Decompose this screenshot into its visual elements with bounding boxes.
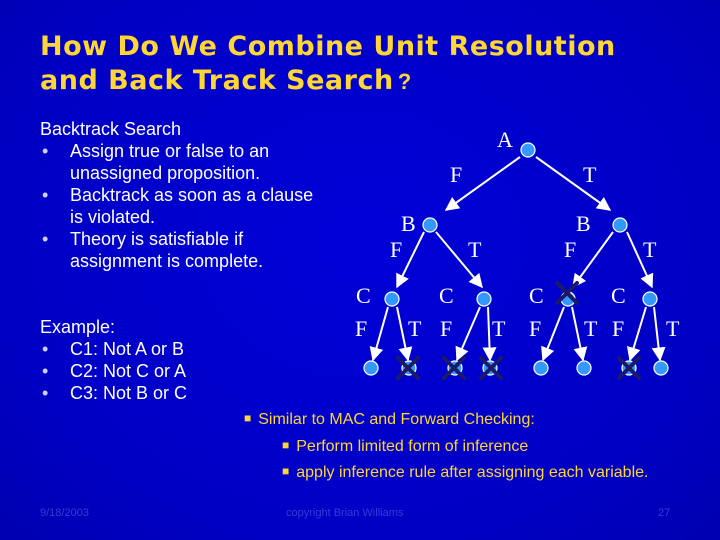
node-b-left (422, 217, 438, 233)
edge-b2-f (572, 231, 614, 289)
edge-c2-f (455, 306, 481, 362)
node-c-1 (384, 291, 400, 307)
backtrack-heading: Backtrack Search (40, 119, 182, 139)
cross-mark-icon (396, 356, 420, 380)
bullet-dot-icon: • (42, 383, 49, 403)
edge-label: F (355, 316, 368, 341)
cross-mark-icon (617, 356, 641, 380)
bullet-line: Assign true or false to an (70, 141, 270, 161)
title-line-1: How Do We Combine Unit Resolution (40, 31, 616, 62)
edge-label: F (450, 162, 463, 187)
backtrack-bullet-1: • Assign true or false to an unassigned … (40, 140, 350, 184)
note-sub-2: ■ apply inference rule after assigning ea… (282, 461, 648, 483)
edge-label: T (492, 316, 506, 341)
cross-mark-icon (442, 356, 466, 380)
bullet-dot-icon: • (42, 141, 49, 161)
crosses (396, 281, 641, 380)
example-clause-2: • C2: Not C or A (40, 360, 240, 382)
note-sub-text: apply inference rule after assigning eac… (296, 464, 649, 481)
example-clause-1: • C1: Not A or B (40, 338, 240, 360)
bullet-dot-icon: • (42, 361, 49, 381)
slide-title: How Do We Combine Unit Resolution and Ba… (40, 30, 710, 99)
bullet-line: Backtrack as soon as a clause (70, 185, 314, 205)
node-c-4 (642, 291, 658, 307)
example-heading: Example: (40, 317, 116, 337)
footer-page-number: 27 (658, 507, 671, 519)
backtrack-bullet-2: • Backtrack as soon as a clause is viola… (40, 184, 350, 228)
cross-mark-icon (479, 356, 503, 380)
edge-c4-f (626, 306, 647, 362)
edge-b1-t (435, 231, 483, 289)
edge-label: F (529, 316, 542, 341)
clause-text: C3: Not B or C (70, 383, 188, 403)
example-block: Example: • C1: Not A or B • C2: Not C or… (40, 316, 240, 404)
note-main: ■ Similar to MAC and Forward Checking: (244, 408, 535, 430)
clause-text: C2: Not C or A (70, 361, 187, 381)
node-a (520, 142, 536, 158)
leaf-node (653, 360, 669, 376)
edge-label: T (643, 237, 657, 262)
node-c-2 (476, 291, 492, 307)
edge-label: T (583, 162, 597, 187)
title-line-2-text: and Back Track Search (40, 65, 394, 96)
example-clause-3: • C3: Not B or C (40, 382, 240, 404)
edge-b2-t (626, 231, 654, 289)
note-sub-text: Perform limited form of inference (296, 438, 529, 455)
edge-c4-t (651, 306, 666, 362)
bullet-dot-icon: • (42, 229, 49, 249)
title-question-mark: ? (397, 69, 412, 94)
tree-edges (369, 156, 666, 362)
tree-node-label: C (356, 283, 371, 308)
edge-label: T (666, 316, 680, 341)
tree-node-label: C (611, 283, 626, 308)
clause-text: C1: Not A or B (70, 339, 185, 359)
edge-c1-f (369, 306, 389, 362)
title-line-2: and Back Track Search? (40, 64, 710, 99)
note-main-text: Similar to MAC and Forward Checking: (258, 411, 535, 428)
tree-root-label: A (497, 127, 513, 152)
square-bullet-icon: ■ (244, 411, 252, 425)
bullet-line: unassigned proposition. (70, 163, 261, 183)
square-bullet-icon: ■ (282, 464, 290, 478)
tree-node-label: B (576, 211, 591, 236)
cross-mark-icon (555, 281, 579, 305)
leaf-node (533, 360, 549, 376)
footer-copyright: copyright Brian Williams (286, 507, 404, 519)
edge-label: F (564, 237, 577, 262)
edge-c3-t (571, 306, 588, 362)
footer-date: 9/18/2003 (40, 507, 89, 519)
bullet-line: assignment is complete. (70, 251, 264, 271)
edge-c3-f (541, 306, 565, 362)
node-b-right (612, 217, 628, 233)
edge-label: F (440, 316, 453, 341)
square-bullet-icon: ■ (282, 438, 290, 452)
bullet-line: Theory is satisfiable if (70, 229, 244, 249)
bullet-dot-icon: • (42, 339, 49, 359)
bullet-line: is violated. (70, 207, 156, 227)
leaf-node (363, 360, 379, 376)
tree-node-label: C (529, 283, 544, 308)
leaf-node (576, 360, 592, 376)
note-sub-1: ■ Perform limited form of inference (282, 435, 528, 457)
edge-label: F (390, 237, 403, 262)
edge-label: T (468, 237, 482, 262)
edge-b1-f (396, 231, 425, 289)
edge-label: T (408, 316, 422, 341)
edge-c2-t (482, 306, 497, 362)
edge-a-f (444, 156, 521, 211)
backtrack-search-block: Backtrack Search • Assign true or false … (40, 118, 350, 272)
edge-label: T (584, 316, 598, 341)
tree-node-label: B (401, 211, 416, 236)
edge-a-t (535, 156, 612, 211)
backtrack-bullet-3: • Theory is satisfiable if assignment is… (40, 228, 350, 272)
tree-node-label: C (439, 283, 454, 308)
bullet-dot-icon: • (42, 185, 49, 205)
edge-c1-t (396, 306, 413, 362)
edge-label: F (612, 316, 625, 341)
